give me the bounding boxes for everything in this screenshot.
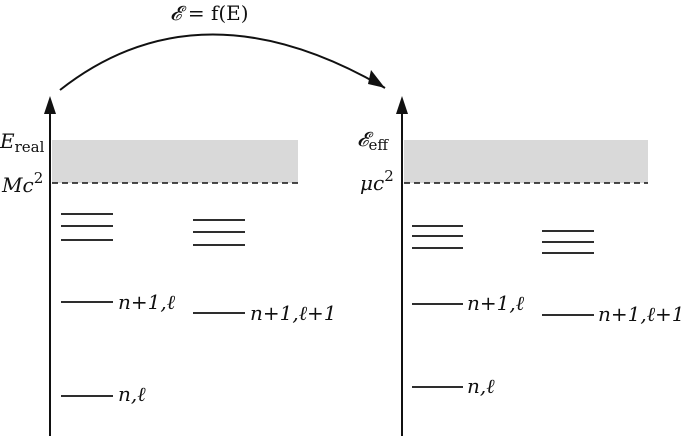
right-axis-arrowhead: [396, 96, 408, 114]
right-panel: 𝓔eff μc2 n+1,ℓ n+1,ℓ+1 n,ℓ: [357, 96, 685, 436]
left-level-n1-l-label: n+1,ℓ: [118, 290, 176, 314]
left-threshold-label: Mc2: [1, 169, 43, 197]
right-level-n1-l-label: n+1,ℓ: [467, 291, 525, 315]
left-top-label: Ereal: [0, 129, 45, 156]
mapping-label: 𝓔 = f(E): [170, 1, 249, 25]
left-continuum-band: [52, 140, 298, 183]
left-axis-arrowhead: [44, 96, 56, 114]
left-level-n-l-label: n,ℓ: [118, 382, 146, 406]
mapping-arrow: [59, 33, 386, 91]
right-level-n-l-label: n,ℓ: [467, 374, 495, 398]
right-continuum-band: [404, 140, 648, 183]
right-threshold-label: μc2: [360, 167, 394, 195]
left-level-n1-l1-label: n+1,ℓ+1: [250, 301, 337, 325]
left-panel: Ereal Mc2 n+1,ℓ n+1,ℓ+1 n,ℓ: [0, 96, 337, 436]
right-top-label: 𝓔eff: [357, 127, 389, 154]
right-level-n1-l1-label: n+1,ℓ+1: [598, 302, 685, 326]
